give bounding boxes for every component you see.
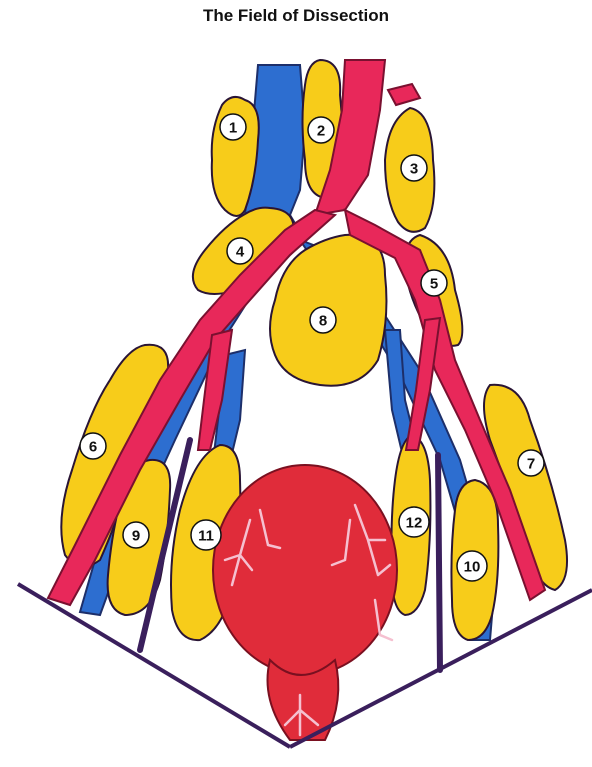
node-label-1: 1 (220, 114, 246, 140)
svg-text:3: 3 (410, 161, 418, 178)
node-label-10: 10 (457, 551, 487, 581)
bladder-body (213, 465, 397, 675)
svg-text:11: 11 (198, 528, 214, 545)
mesenteric-branch (388, 84, 420, 105)
svg-text:12: 12 (406, 515, 423, 532)
right-ureter-line (438, 455, 440, 670)
svg-text:2: 2 (317, 123, 325, 140)
node-label-5: 5 (421, 270, 447, 296)
svg-text:9: 9 (132, 528, 140, 545)
svg-text:7: 7 (527, 456, 535, 473)
node-label-11: 11 (191, 520, 221, 550)
svg-text:5: 5 (430, 276, 438, 293)
svg-text:10: 10 (464, 559, 481, 576)
bladder (213, 465, 397, 740)
svg-text:1: 1 (229, 120, 237, 137)
svg-text:8: 8 (319, 313, 327, 330)
node-label-2: 2 (308, 117, 334, 143)
node-label-8: 8 (310, 307, 336, 333)
node-label-12: 12 (399, 507, 429, 537)
svg-text:4: 4 (236, 244, 245, 261)
node-label-3: 3 (401, 155, 427, 181)
node-label-6: 6 (80, 433, 106, 459)
node-label-4: 4 (227, 238, 253, 264)
svg-text:6: 6 (89, 439, 97, 456)
node-label-9: 9 (123, 522, 149, 548)
node-label-7: 7 (518, 450, 544, 476)
